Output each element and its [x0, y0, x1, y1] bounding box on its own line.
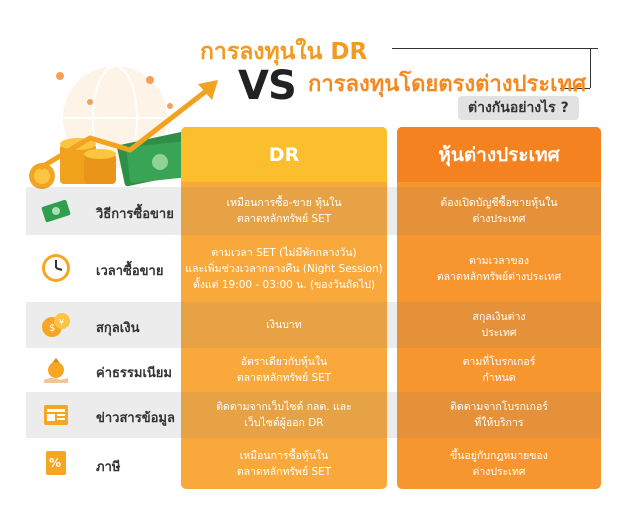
- table-cell-dr: เหมือนการซื้อหุ้นใน ตลาดหลักทรัพย์ SET: [236, 449, 332, 478]
- row-label: วิธีการซื้อขาย: [96, 207, 174, 222]
- table-cell-dr: เหมือนการซื้อ-ขาย หุ้นใน ตลาดหลักทรัพย์ …: [226, 197, 342, 225]
- growth-arrow-icon: [38, 80, 218, 171]
- subtitle-badge: ต่างกันอย่างไร ?: [458, 96, 579, 120]
- svg-text:$: $: [49, 323, 55, 334]
- dr-column-header: DR: [181, 127, 387, 182]
- foreign-column-header: หุ้นต่างประเทศ: [397, 127, 601, 182]
- table-cell-dr: อัตราเดียวกับหุ้นใน ตลาดหลักทรัพย์ SET: [236, 356, 332, 384]
- table-row-label: เวลาซื้อขาย: [26, 235, 181, 302]
- table-row-label: วิธีการซื้อขาย: [26, 187, 181, 235]
- table-row-label: ข่าวสารข้อมูล: [26, 392, 181, 438]
- row-band: [26, 187, 601, 235]
- svg-text:¥: ¥: [59, 318, 64, 327]
- dr-column: [181, 127, 387, 489]
- table-cell-foreign: สกุลเงินต่าง ประเทศ: [472, 311, 526, 339]
- row-band: [26, 302, 601, 348]
- vs-label: VS: [238, 63, 297, 109]
- table-cell-dr: ตามเวลา SET (ไม่มีพักกลางวัน) และเพิ่มช่…: [185, 246, 383, 291]
- table-cell-foreign: ตามที่โบรกเกอร์ กำหนด: [462, 356, 536, 384]
- title-divider-line-vertical: [590, 48, 591, 88]
- row-label: ค่าธรรมเนียม: [96, 366, 172, 381]
- table-cell-dr: เงินบาท: [266, 319, 302, 331]
- map-pin-icon: [56, 72, 173, 109]
- tax-document-icon: %: [46, 451, 66, 475]
- money-icon: [41, 199, 71, 223]
- money-bag-hand-icon: [44, 358, 68, 383]
- row-label: เวลาซื้อขาย: [96, 264, 164, 279]
- table-cell-foreign: ตามเวลาของ ตลาดหลักทรัพย์ต่างประเทศ: [436, 254, 562, 283]
- title-divider-line-bottom: [560, 88, 590, 89]
- table-row-label: ค่าธรรมเนียม: [26, 348, 181, 392]
- svg-text:%: %: [49, 456, 61, 470]
- title-line2: การลงทุนโดยตรงต่างประเทศ: [308, 72, 587, 97]
- table-cell-foreign: ขึ้นอยู่กับกฎหมายของ ต่างประเทศ: [450, 449, 548, 478]
- investment-illustration: [29, 65, 218, 189]
- table-cell-dr: ติดตามจากเว็บไซต์ กลต. และ เว็บไซต์ผู้ออ…: [216, 401, 352, 429]
- row-band: [26, 392, 601, 438]
- row-label: ข่าวสารข้อมูล: [96, 411, 175, 426]
- foreign-column: [397, 127, 601, 489]
- title-divider-line: [392, 48, 598, 49]
- table-row-label: % ภาษี: [26, 438, 181, 489]
- title-line1: การลงทุนใน DR: [200, 39, 368, 65]
- row-label: ภาษี: [96, 460, 121, 475]
- table-cell-foreign: ติดตามจากโบรกเกอร์ ที่ให้บริการ: [450, 401, 548, 429]
- table-cell-foreign: ต้องเปิดบัญชีซื้อขายหุ้นใน ต่างประเทศ: [440, 197, 558, 225]
- clock-icon: [42, 254, 70, 282]
- newspaper-icon: [44, 405, 68, 425]
- row-label: สกุลเงิน: [96, 321, 140, 336]
- currency-coins-icon: $ ¥: [42, 313, 70, 337]
- table-row-label: $ ¥ สกุลเงิน: [26, 302, 181, 348]
